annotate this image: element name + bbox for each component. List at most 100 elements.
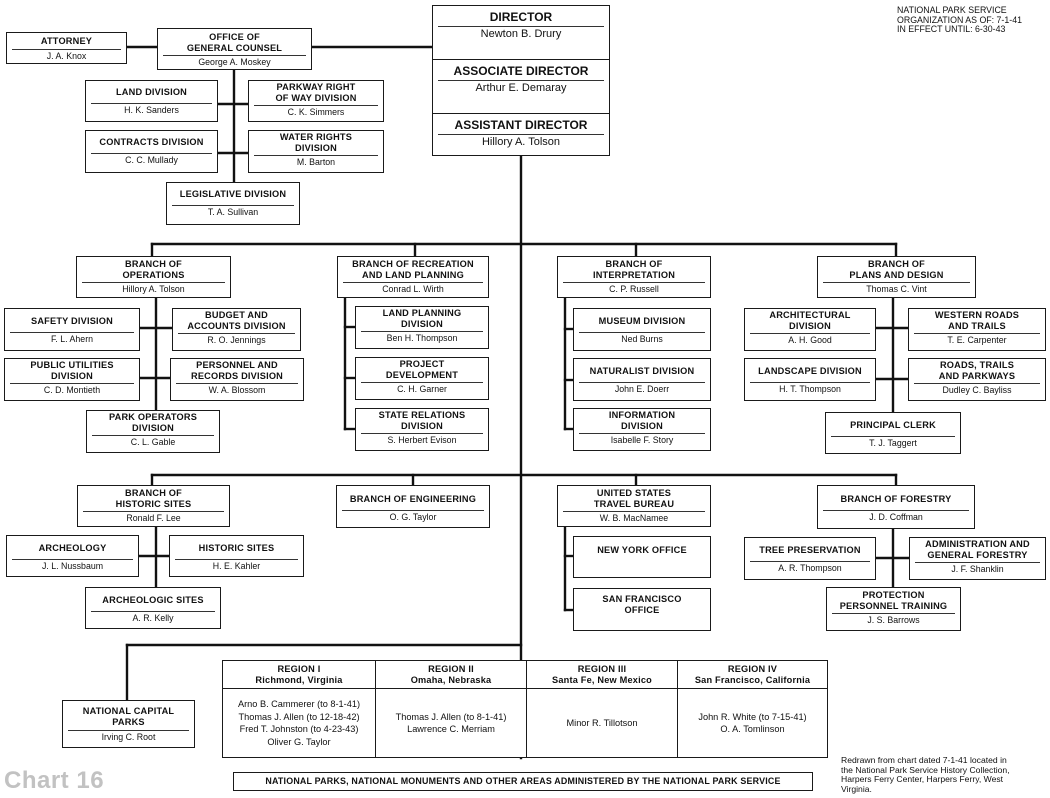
region-iv-title: REGION IV: [727, 664, 778, 674]
personnel-records-division-name: W. A. Blossom: [208, 385, 266, 395]
historic-sites-title: HISTORIC SITES: [198, 543, 275, 553]
branch-interpretation-name: C. P. Russell: [609, 284, 659, 294]
parkway-row-division-title: PARKWAY RIGHT OF WAY DIVISION: [275, 82, 357, 103]
project-development-name: C. H. Garner: [397, 384, 447, 394]
branch-recreation-name: Conrad L. Wirth: [382, 284, 444, 294]
associate-director-name: Arthur E. Demaray: [475, 82, 567, 94]
roads-trails-parkways-title: ROADS, TRAILS AND PARKWAYS: [938, 360, 1016, 381]
branch-engineering-title: BRANCH OF ENGINEERING: [349, 494, 477, 504]
naturalist-division-title: NATURALIST DIVISION: [589, 366, 695, 376]
branch-historic-sites-title: BRANCH OF HISTORIC SITES: [115, 488, 192, 509]
historic-sites-box: HISTORIC SITES H. E. Kahler: [169, 535, 304, 577]
public-utilities-division-name: C. D. Montieth: [43, 385, 101, 395]
water-rights-division-name: M. Barton: [296, 157, 336, 167]
architectural-division-name: A. H. Good: [788, 335, 832, 345]
museum-division-box: MUSEUM DIVISION Ned Burns: [573, 308, 711, 351]
associate-director-section: ASSOCIATE DIRECTOR Arthur E. Demaray: [433, 64, 609, 114]
safety-division-box: SAFETY DIVISION F. L. Ahern: [4, 308, 140, 351]
budget-accounts-division-title: BUDGET AND ACCOUNTS DIVISION: [187, 310, 286, 331]
branch-operations-name: Hillory A. Tolson: [122, 284, 185, 294]
branch-plans-design-name: Thomas C. Vint: [866, 284, 927, 294]
region-iii-directors: Minor R. Tillotson: [566, 717, 638, 728]
travel-bureau-title: UNITED STATES TRAVEL BUREAU: [593, 488, 675, 509]
archeologic-sites-box: ARCHEOLOGIC SITES A. R. Kelly: [85, 587, 221, 629]
national-capital-parks-box: NATIONAL CAPITAL PARKS Irving C. Root: [62, 700, 195, 748]
national-capital-parks-name: Irving C. Root: [101, 732, 156, 742]
region-ii-column: REGION II Omaha, Nebraska Thomas J. Alle…: [376, 661, 527, 757]
administration-general-forestry-title: ADMINISTRATION AND GENERAL FORESTRY: [925, 539, 1030, 560]
contracts-division-title: CONTRACTS DIVISION: [99, 137, 204, 147]
director-name: Newton B. Drury: [480, 28, 562, 40]
budget-accounts-division-name: R. O. Jennings: [207, 335, 266, 345]
principal-clerk-name: T. J. Taggert: [869, 437, 917, 448]
region-ii-directors: Thomas J. Allen (to 8-1-41) Lawrence C. …: [395, 711, 507, 735]
landscape-division-name: H. T. Thompson: [779, 383, 841, 394]
general-counsel-title: OFFICE OF GENERAL COUNSEL: [186, 32, 283, 53]
region-iii-column: REGION III Santa Fe, New Mexico Minor R.…: [527, 661, 678, 757]
archeologic-sites-title: ARCHEOLOGIC SITES: [102, 595, 204, 605]
legislative-division-name: T. A. Sullivan: [207, 206, 259, 217]
legislative-division-title: LEGISLATIVE DIVISION: [179, 189, 287, 199]
public-utilities-division-box: PUBLIC UTILITIES DIVISION C. D. Montieth: [4, 358, 140, 401]
legislative-division-box: LEGISLATIVE DIVISION T. A. Sullivan: [166, 182, 300, 225]
branch-forestry-box: BRANCH OF FORESTRY J. D. Coffman: [817, 485, 975, 529]
branch-operations-title: BRANCH OF OPERATIONS: [122, 259, 185, 280]
region-iv-column: REGION IV San Francisco, California John…: [678, 661, 827, 757]
information-division-box: INFORMATION DIVISION Isabelle F. Story: [573, 408, 711, 451]
protection-personnel-training-box: PROTECTION PERSONNEL TRAINING J. S. Barr…: [826, 587, 961, 631]
region-iv-directors: John R. White (to 7-15-41) O. A. Tomlins…: [698, 711, 807, 735]
branch-interpretation-box: BRANCH OF INTERPRETATION C. P. Russell: [557, 256, 711, 298]
archeology-name: J. L. Nussbaum: [41, 560, 104, 571]
header-note: NATIONAL PARK SERVICE ORGANIZATION AS OF…: [897, 5, 1022, 34]
roads-trails-parkways-name: Dudley C. Bayliss: [942, 385, 1012, 395]
park-operators-division-name: C. L. Gable: [130, 437, 176, 447]
architectural-division-box: ARCHITECTURAL DIVISION A. H. Good: [744, 308, 876, 351]
archeologic-sites-name: A. R. Kelly: [132, 612, 174, 623]
principal-clerk-box: PRINCIPAL CLERK T. J. Taggert: [825, 412, 961, 454]
attorney-box: ATTORNEY J. A. Knox: [6, 32, 127, 64]
branch-plans-design-title: BRANCH OF PLANS AND DESIGN: [849, 259, 944, 280]
new-york-office-title: NEW YORK OFFICE: [597, 545, 687, 555]
region-ii-title: REGION II: [428, 664, 474, 674]
park-operators-division-box: PARK OPERATORS DIVISION C. L. Gable: [86, 410, 220, 453]
tree-preservation-box: TREE PRESERVATION A. R. Thompson: [744, 537, 876, 580]
land-division-title: LAND DIVISION: [116, 87, 187, 97]
branch-interpretation-title: BRANCH OF INTERPRETATION: [592, 259, 676, 280]
personnel-records-division-box: PERSONNEL AND RECORDS DIVISION W. A. Blo…: [170, 358, 304, 401]
assistant-director-section: ASSISTANT DIRECTOR Hillory A. Tolson: [433, 118, 609, 168]
state-relations-division-title: STATE RELATIONS DIVISION: [378, 410, 466, 431]
director-title: DIRECTOR: [489, 10, 553, 24]
project-development-title: PROJECT DEVELOPMENT: [385, 359, 459, 380]
land-planning-division-box: LAND PLANNING DIVISION Ben H. Thompson: [355, 306, 489, 349]
administration-general-forestry-box: ADMINISTRATION AND GENERAL FORESTRY J. F…: [909, 537, 1046, 580]
chart-label: Chart 16: [4, 767, 105, 794]
land-planning-division-title: LAND PLANNING DIVISION: [382, 308, 462, 329]
branch-historic-sites-name: Ronald F. Lee: [126, 513, 181, 523]
branch-plans-design-box: BRANCH OF PLANS AND DESIGN Thomas C. Vin…: [817, 256, 976, 298]
budget-accounts-division-box: BUDGET AND ACCOUNTS DIVISION R. O. Jenni…: [172, 308, 301, 351]
water-rights-division-box: WATER RIGHTS DIVISION M. Barton: [248, 130, 384, 173]
water-rights-division-title: WATER RIGHTS DIVISION: [279, 132, 353, 153]
naturalist-division-name: John E. Doerr: [614, 383, 670, 394]
administration-general-forestry-name: J. F. Shanklin: [951, 564, 1004, 574]
travel-bureau-box: UNITED STATES TRAVEL BUREAU W. B. MacNam…: [557, 485, 711, 527]
new-york-office-box: NEW YORK OFFICE: [573, 536, 711, 578]
western-roads-trails-box: WESTERN ROADS AND TRAILS T. E. Carpenter: [908, 308, 1046, 351]
region-i-place: Richmond, Virginia: [255, 674, 343, 685]
architectural-division-title: ARCHITECTURAL DIVISION: [769, 310, 851, 331]
landscape-division-title: LANDSCAPE DIVISION: [758, 366, 862, 376]
san-francisco-office-box: SAN FRANCISCO OFFICE: [573, 588, 711, 631]
land-division-name: H. K. Sanders: [124, 104, 179, 115]
state-relations-division-name: S. Herbert Evison: [387, 435, 457, 445]
safety-division-name: F. L. Ahern: [50, 333, 94, 344]
information-division-title: INFORMATION DIVISION: [608, 410, 676, 431]
branch-historic-sites-box: BRANCH OF HISTORIC SITES Ronald F. Lee: [77, 485, 230, 527]
land-division-box: LAND DIVISION H. K. Sanders: [85, 80, 218, 122]
parks-monuments-banner-text: NATIONAL PARKS, NATIONAL MONUMENTS AND O…: [265, 776, 781, 786]
archeology-box: ARCHEOLOGY J. L. Nussbaum: [6, 535, 139, 577]
travel-bureau-name: W. B. MacNamee: [599, 513, 669, 523]
parks-monuments-banner: NATIONAL PARKS, NATIONAL MONUMENTS AND O…: [233, 772, 813, 791]
project-development-box: PROJECT DEVELOPMENT C. H. Garner: [355, 357, 489, 400]
